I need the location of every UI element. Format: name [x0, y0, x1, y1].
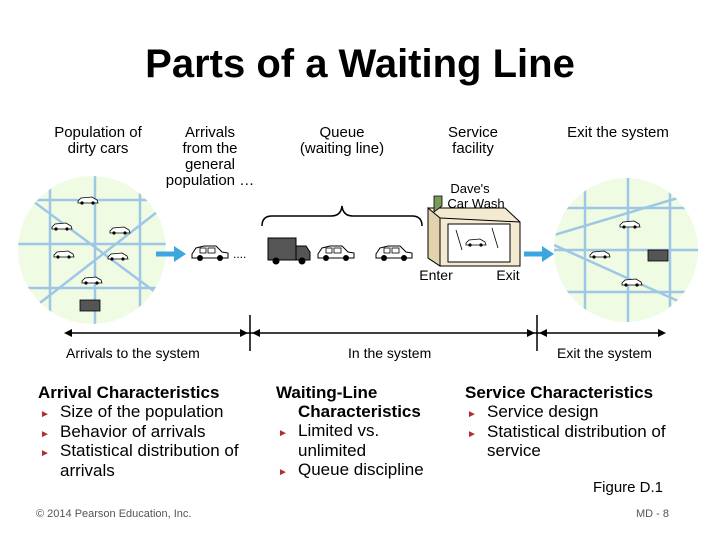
car-wash-building-icon	[427, 195, 521, 267]
arrival-characteristics-heading: Arrival Characteristics	[38, 383, 220, 402]
service-characteristics: Service Characteristics ►Service design …	[465, 383, 705, 461]
figure-label: Figure D.1	[593, 479, 664, 496]
list-item: ► Behavior of arrivals	[38, 422, 268, 442]
bullet-icon: ►	[40, 448, 50, 459]
list-item-text: Queue discipline	[298, 460, 424, 479]
list-item: ► Size of the population	[38, 402, 268, 422]
list-item: ► Statistical distribution of	[465, 422, 705, 442]
list-item-continuation: unlimited	[298, 440, 367, 460]
copyright-footer: © 2014 Pearson Education, Inc.	[36, 508, 192, 520]
list-item-text: Behavior of arrivals	[60, 421, 206, 441]
waiting-characteristics-heading-line2: Characteristics	[298, 402, 421, 421]
arrow-into-queue	[156, 246, 186, 262]
population-label-line1: Population of	[54, 124, 142, 141]
queue-label-line1: Queue	[319, 124, 365, 141]
in-the-system-label: In the system	[348, 345, 432, 361]
bullet-icon: ►	[278, 428, 288, 439]
list-item: ► Statistical distribution of	[38, 441, 268, 461]
list-item-continuation: arrivals	[60, 460, 115, 480]
arrivals-general-label: Arrivals from the general population …	[150, 125, 270, 189]
list-item: ► Queue discipline	[276, 460, 451, 480]
bullet-icon: ►	[467, 409, 477, 420]
list-item-text: Statistical distribution of	[60, 441, 239, 460]
exit-circle	[554, 178, 698, 322]
queue-vehicles	[267, 237, 413, 265]
arrivals-label-line2: from the	[182, 140, 238, 157]
exit-the-system-label: Exit the system	[557, 345, 652, 361]
list-item-text: Service design	[487, 402, 599, 421]
bullet-icon: ►	[278, 467, 288, 478]
list-item-text: Limited vs.	[298, 421, 380, 440]
enter-label: Enter	[419, 267, 453, 283]
service-label-line1: Service	[447, 124, 499, 141]
list-item-text: Size of the population	[60, 402, 224, 421]
bullet-icon: ►	[40, 428, 50, 440]
queue-car-icon	[317, 245, 355, 262]
service-characteristics-heading: Service Characteristics	[465, 383, 654, 402]
list-item: ► Service design	[465, 402, 705, 422]
arrivals-to-system-label: Arrivals to the system	[66, 345, 200, 361]
service-label-line2: facility	[452, 140, 494, 157]
page-title: Parts of a Waiting Line	[145, 42, 575, 86]
daves-label-line2: Car Wash	[447, 196, 504, 211]
queue-label: Queue (waiting line)	[282, 125, 402, 157]
queue-label-line2: (waiting line)	[299, 140, 385, 157]
queue-truck-icon	[267, 237, 311, 265]
page-number: MD - 8	[636, 508, 669, 520]
bullet-icon: ►	[467, 428, 477, 440]
population-circle	[18, 176, 166, 324]
daves-label-line1: Dave's	[450, 181, 490, 196]
arrivals-label-line3: general	[184, 156, 236, 173]
list-item-continuation: service	[487, 441, 541, 460]
system-timeline	[64, 315, 666, 351]
exit-label: Exit	[496, 267, 519, 283]
exit-system-top-label: Exit the system	[567, 124, 669, 141]
arrival-characteristics: Arrival Characteristics ► Size of the pop…	[38, 383, 268, 480]
svg-text:....: ....	[233, 247, 246, 261]
bullet-icon: ►	[40, 409, 50, 420]
waiting-characteristics-heading-line1: Waiting-Line	[276, 383, 378, 402]
arrow-out-of-system	[524, 246, 554, 262]
arrivals-label-line1: Arrivals	[184, 124, 235, 141]
queue-brace	[261, 205, 423, 227]
population-label-line2: dirty cars	[67, 140, 129, 157]
queue-car-icon	[375, 245, 413, 262]
list-item: ► Limited vs.	[276, 421, 451, 441]
service-facility-label: Service facility	[418, 125, 528, 157]
arriving-car-icon	[191, 245, 229, 262]
list-item-text: Statistical distribution of	[487, 421, 666, 441]
population-label: Population of dirty cars	[38, 125, 158, 157]
arrivals-label-line4: population …	[165, 172, 255, 189]
waiting-line-characteristics: Waiting-Line Characteristics ► Limited vs…	[276, 383, 451, 480]
